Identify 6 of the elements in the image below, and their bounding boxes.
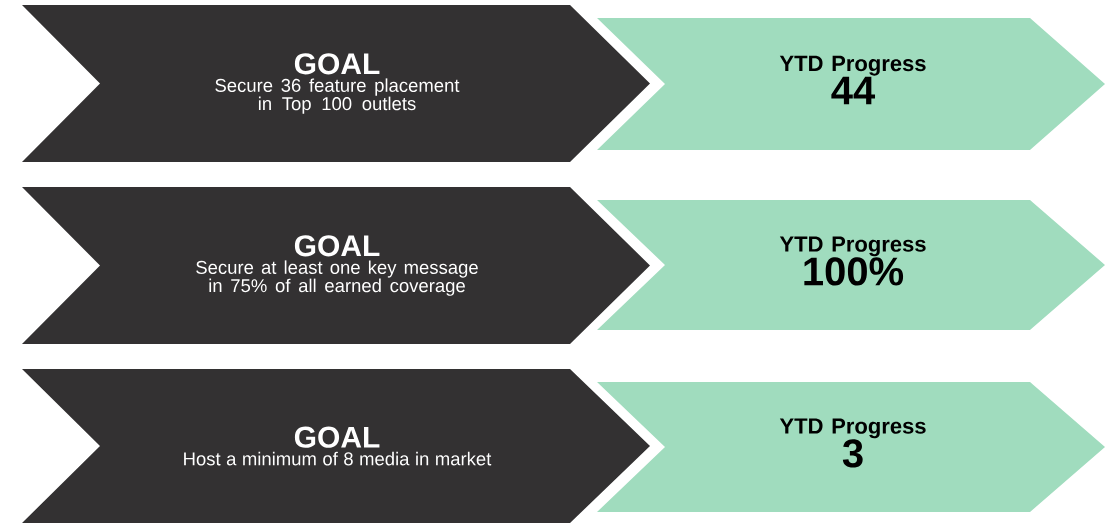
- goal-panel: GOAL Secure at least one key message in 75% of all earned coverage: [22, 187, 650, 344]
- progress-panel: YTD Progress 100%: [597, 200, 1105, 330]
- progress-panel: YTD Progress 44: [597, 18, 1105, 150]
- goal-panel: GOAL Host a minimum of 8 media in market: [22, 369, 650, 523]
- goal-panel: GOAL Secure 36 feature placement in Top 100 outlets: [22, 5, 650, 162]
- progress-panel: YTD Progress 3: [597, 382, 1105, 512]
